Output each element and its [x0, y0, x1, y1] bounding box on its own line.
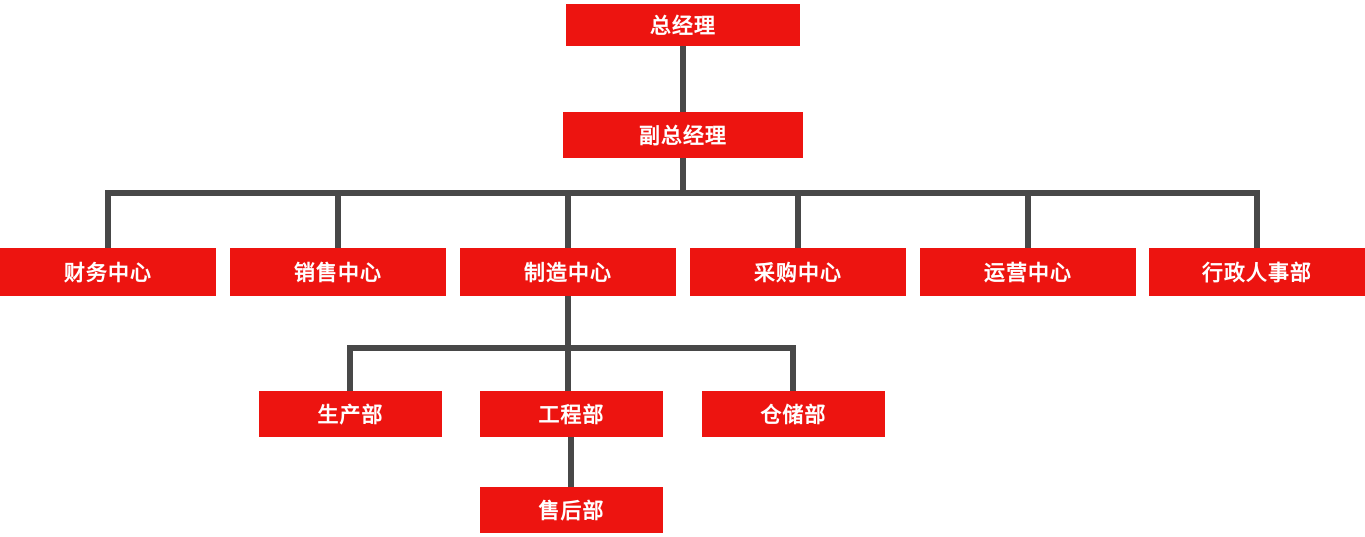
org-node-sales-center[interactable]: 销售中心: [230, 248, 446, 296]
connector-drop-production: [347, 351, 353, 391]
connector-drop-admin-hr: [1254, 196, 1260, 248]
org-node-production-dept[interactable]: 生产部: [259, 391, 442, 437]
connector-drop-procurement: [795, 196, 801, 248]
org-node-engineering-dept[interactable]: 工程部: [480, 391, 663, 437]
org-node-general-manager[interactable]: 总经理: [566, 4, 800, 46]
org-node-operations-center[interactable]: 运营中心: [920, 248, 1136, 296]
org-node-procurement-center[interactable]: 采购中心: [690, 248, 906, 296]
org-node-finance-center[interactable]: 财务中心: [0, 248, 216, 296]
org-node-admin-hr-dept[interactable]: 行政人事部: [1149, 248, 1365, 296]
connector-drop-sales: [335, 196, 341, 248]
connector-drop-manufacturing: [565, 196, 571, 248]
connector-gm-to-dgm: [680, 46, 686, 112]
connector-dgm-to-bus: [680, 158, 686, 196]
org-node-warehouse-dept[interactable]: 仓储部: [702, 391, 885, 437]
connector-manufacturing-to-bus: [565, 296, 571, 391]
org-node-after-sales-dept[interactable]: 售后部: [480, 487, 663, 533]
connector-drop-warehouse: [790, 351, 796, 391]
connector-drop-operations: [1025, 196, 1031, 248]
org-node-deputy-general-manager[interactable]: 副总经理: [563, 112, 803, 158]
connector-engineering-to-after-sales: [568, 437, 574, 487]
connector-drop-finance: [105, 196, 111, 248]
connector-level4-bus: [347, 345, 796, 351]
connector-level3-bus: [105, 190, 1260, 196]
org-node-manufacturing-center[interactable]: 制造中心: [460, 248, 676, 296]
